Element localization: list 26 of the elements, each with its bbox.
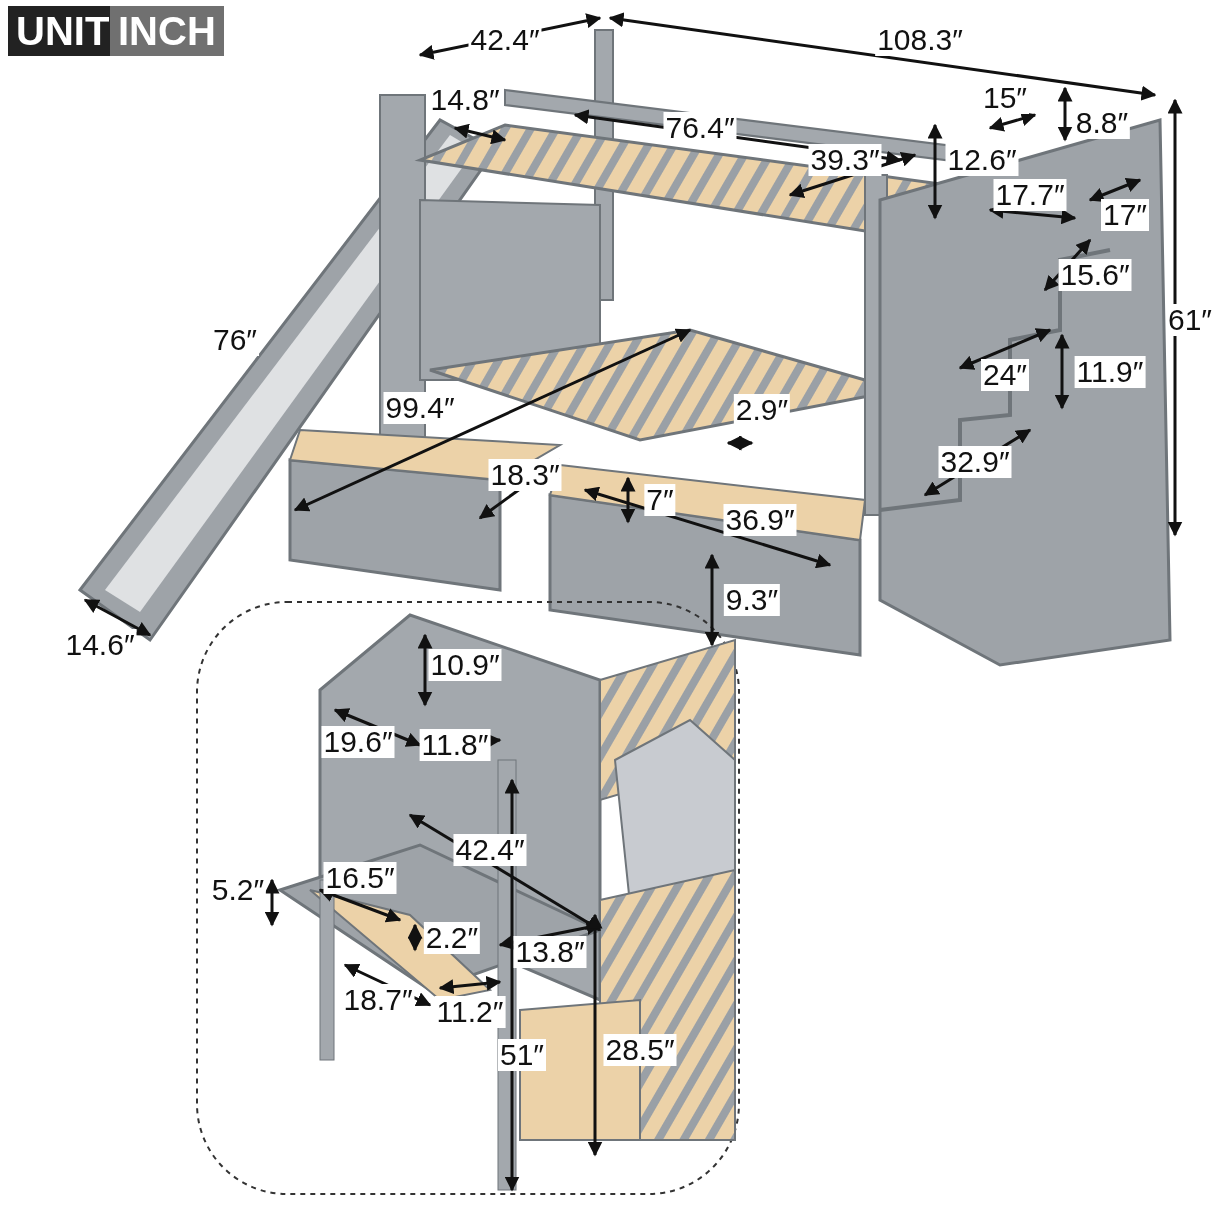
dimension-label: 2.2″ [423,922,481,954]
dimension-label: 24″ [981,359,1029,391]
dimension-label: 39.3″ [808,144,882,176]
dimension-label: 11.9″ [1074,356,1146,388]
dimension-label: 42.4″ [453,834,527,866]
dimension-label: 18.3″ [488,459,562,491]
dimension-label: 10.9″ [428,649,502,681]
dimension-label: 7″ [644,484,676,516]
dimension-label: 32.9″ [938,446,1012,478]
dimension-label: 11.8″ [419,729,491,761]
unit-label: INCH [110,6,224,56]
dimension-label: 9.3″ [723,584,781,616]
dimension-label: 19.6″ [321,726,395,758]
dimension-label: 16.5″ [323,862,397,894]
dimension-label: 99.4″ [383,392,457,424]
dimension-label: 28.5″ [603,1034,677,1066]
dimension-label: 12.6″ [945,144,1019,176]
dimension-label: 36.9″ [723,504,797,536]
dimension-label: 11.2″ [434,996,506,1028]
dimension-label: 2.9″ [733,394,791,426]
dimension-label: 17″ [1101,199,1149,231]
dimension-label: 61″ [1166,304,1214,336]
dimension-label: 13.8″ [513,936,587,968]
dimension-label: 51″ [498,1039,546,1071]
dimension-label: 15.6″ [1058,259,1132,291]
dimension-label: 17.7″ [993,179,1067,211]
